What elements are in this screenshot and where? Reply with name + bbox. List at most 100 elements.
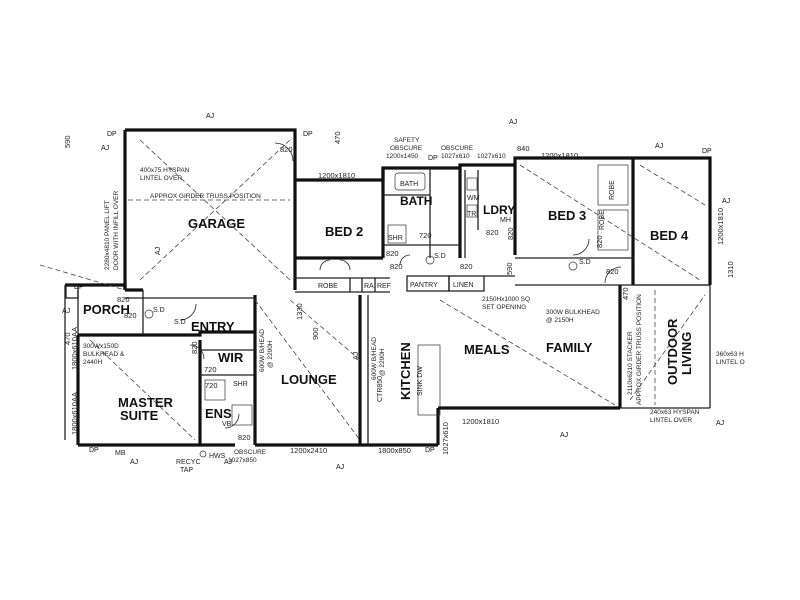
label-sink-dw: SINK DW bbox=[417, 366, 424, 396]
marker-aj-13: AJ bbox=[353, 352, 360, 360]
label-shr-bath: SHR bbox=[388, 235, 403, 242]
marker-aj-1: AJ bbox=[206, 113, 214, 120]
note-bulk-master-2: BULKHEAD & bbox=[83, 351, 125, 358]
room-bed2: BED 2 bbox=[325, 224, 363, 239]
dim-1027x610-side: 1027x610 bbox=[441, 422, 450, 455]
annotations: SAFETY OBSCURE 1200x1450 OBSCURE 1027x61… bbox=[83, 137, 745, 464]
label-hws: HWS bbox=[209, 453, 226, 460]
room-family: FAMILY bbox=[546, 340, 593, 355]
marker-aj-5: AJ bbox=[101, 145, 109, 152]
dim-820-master: 820 bbox=[190, 341, 199, 354]
label-robe-b3a: ROBE bbox=[609, 180, 616, 200]
label-shr-ens: SHR bbox=[233, 381, 248, 388]
room-ens: ENS bbox=[205, 406, 232, 421]
note-lintel-1: 400x75 HYSPAN bbox=[140, 167, 190, 174]
dim-820-b3door: 820 bbox=[595, 235, 604, 248]
dim-900: 900 bbox=[311, 327, 320, 340]
note-bhead-kitchen-1: 600W B/HEAD bbox=[371, 337, 378, 380]
room-outdoor-line2: LIVING bbox=[679, 332, 694, 375]
marker-aj-9: AJ bbox=[224, 459, 232, 466]
dim-820-garage: 820 bbox=[280, 145, 293, 154]
note-bhead-lounge-2: @ 2290H bbox=[267, 340, 274, 368]
dim-720-ens: 720 bbox=[205, 381, 218, 390]
note-safety-1: SAFETY bbox=[394, 137, 420, 144]
marker-dp-7: DP bbox=[74, 284, 84, 291]
marker-aj-8: AJ bbox=[336, 464, 344, 471]
label-bathtub: BATH bbox=[400, 181, 418, 188]
dim-1200x1810-family: 1200x1810 bbox=[462, 417, 499, 426]
label-sd-2: S.D bbox=[579, 259, 591, 266]
room-ldry: LDRY bbox=[483, 203, 515, 217]
note-lintel-bot-2: LINTEL OVER bbox=[650, 417, 692, 424]
label-robe: ROBE bbox=[318, 283, 338, 290]
dim-820-bed2b: 820 bbox=[460, 262, 473, 271]
marker-aj-12: AJ bbox=[155, 247, 162, 255]
note-lintel-side-1: 360x63 H bbox=[716, 351, 744, 358]
note-stacker-1: 2110x6210 STACKER bbox=[627, 331, 634, 395]
room-wir: WIR bbox=[218, 350, 244, 365]
marker-dp-5: DP bbox=[89, 447, 99, 454]
note-lintel-bot-1: 240x63 HYSPAN bbox=[650, 409, 700, 416]
fixture-shapes bbox=[144, 164, 629, 458]
dim-820-ens: 820 bbox=[238, 433, 251, 442]
truss-lines bbox=[39, 139, 706, 441]
note-opening-1: 2150Hx1000 SQ bbox=[482, 296, 530, 303]
label-ra: RA bbox=[364, 283, 374, 290]
label-ref: REF bbox=[377, 283, 391, 290]
room-meals: MEALS bbox=[464, 342, 510, 357]
room-bed3: BED 3 bbox=[548, 208, 586, 223]
note-bulk-master-3: 2440H bbox=[83, 359, 102, 366]
note-obscure-bot-1: OBSCURE bbox=[234, 449, 267, 456]
marker-dp-6: DP bbox=[425, 447, 435, 454]
marker-aj-2: AJ bbox=[509, 119, 517, 126]
walls bbox=[64, 128, 712, 447]
dim-590-hall: 590 bbox=[505, 262, 514, 275]
label-tr: TR bbox=[467, 211, 476, 218]
dim-720-wir: 720 bbox=[204, 365, 217, 374]
marker-aj-4: AJ bbox=[722, 198, 730, 205]
fixture-labels: ROBE RA REF PANTRY LINEN SHR BATH WM TR … bbox=[115, 180, 616, 474]
room-master-line2: SUITE bbox=[120, 408, 159, 423]
dim-1800x850: 1800x850 bbox=[378, 446, 411, 455]
label-wm: WM bbox=[467, 195, 480, 202]
marker-dp-3: DP bbox=[428, 155, 438, 162]
marker-dp-1: DP bbox=[107, 131, 117, 138]
door-swings bbox=[179, 142, 622, 429]
note-bulk-master-1: 300Wx150D bbox=[83, 343, 119, 350]
dim-1200x2410: 1200x2410 bbox=[290, 446, 327, 455]
label-pantry: PANTRY bbox=[410, 282, 438, 289]
label-sd-1: S.D bbox=[434, 253, 446, 260]
label-linen: LINEN bbox=[453, 282, 474, 289]
room-porch: PORCH bbox=[83, 302, 130, 317]
marker-aj-3: AJ bbox=[655, 143, 663, 150]
note-obscure-top-3: 1027x610 bbox=[477, 153, 506, 160]
marker-aj-11: AJ bbox=[62, 308, 70, 315]
note-safety-3: 1200x1450 bbox=[386, 153, 419, 160]
dim-590: 590 bbox=[63, 135, 72, 148]
dim-820-porch: 820 bbox=[117, 295, 130, 304]
note-bhead-kitchen-2: @ 2290H bbox=[379, 348, 386, 376]
room-entry: ENTRY bbox=[191, 319, 235, 334]
note-obscure-bot-2: 1027x850 bbox=[228, 457, 257, 464]
note-garage-door-1: 2280x4810 PANEL LIFT bbox=[104, 200, 111, 270]
label-recyc-1: RECYC bbox=[176, 459, 201, 466]
dim-820-entry: 820 bbox=[124, 311, 137, 320]
dim-1800x610-porch: 1800x610AA bbox=[70, 327, 79, 370]
room-labels: GARAGE BED 2 BATH LDRY BED 3 BED 4 PORCH… bbox=[83, 194, 694, 423]
marker-aj-10: AJ bbox=[130, 459, 138, 466]
dim-470-top: 470 bbox=[333, 131, 342, 144]
note-obscure-top-2: 1027x610 bbox=[441, 153, 470, 160]
markers: AJ AJ AJ AJ AJ AJ AJ AJ AJ AJ AJ AJ AJ D… bbox=[62, 113, 730, 471]
note-girder: APPROX GIRDER TRUSS POSITION bbox=[150, 193, 261, 200]
note-bulkhead-2: @ 2150H bbox=[546, 317, 574, 324]
room-kitchen: KITCHEN bbox=[398, 342, 413, 400]
marker-aj-6: AJ bbox=[716, 420, 724, 427]
dim-470-out: 470 bbox=[621, 287, 630, 300]
label-mb: MB bbox=[115, 450, 126, 457]
marker-dp-2: DP bbox=[303, 131, 313, 138]
dim-470-porch: 470 bbox=[63, 332, 72, 345]
dim-1200x1810-bed4: 1200x1810 bbox=[716, 208, 725, 245]
dimensions: 590 470 820 1200x1810 840 1200x1810 1200… bbox=[63, 131, 735, 455]
room-lounge: LOUNGE bbox=[281, 372, 337, 387]
